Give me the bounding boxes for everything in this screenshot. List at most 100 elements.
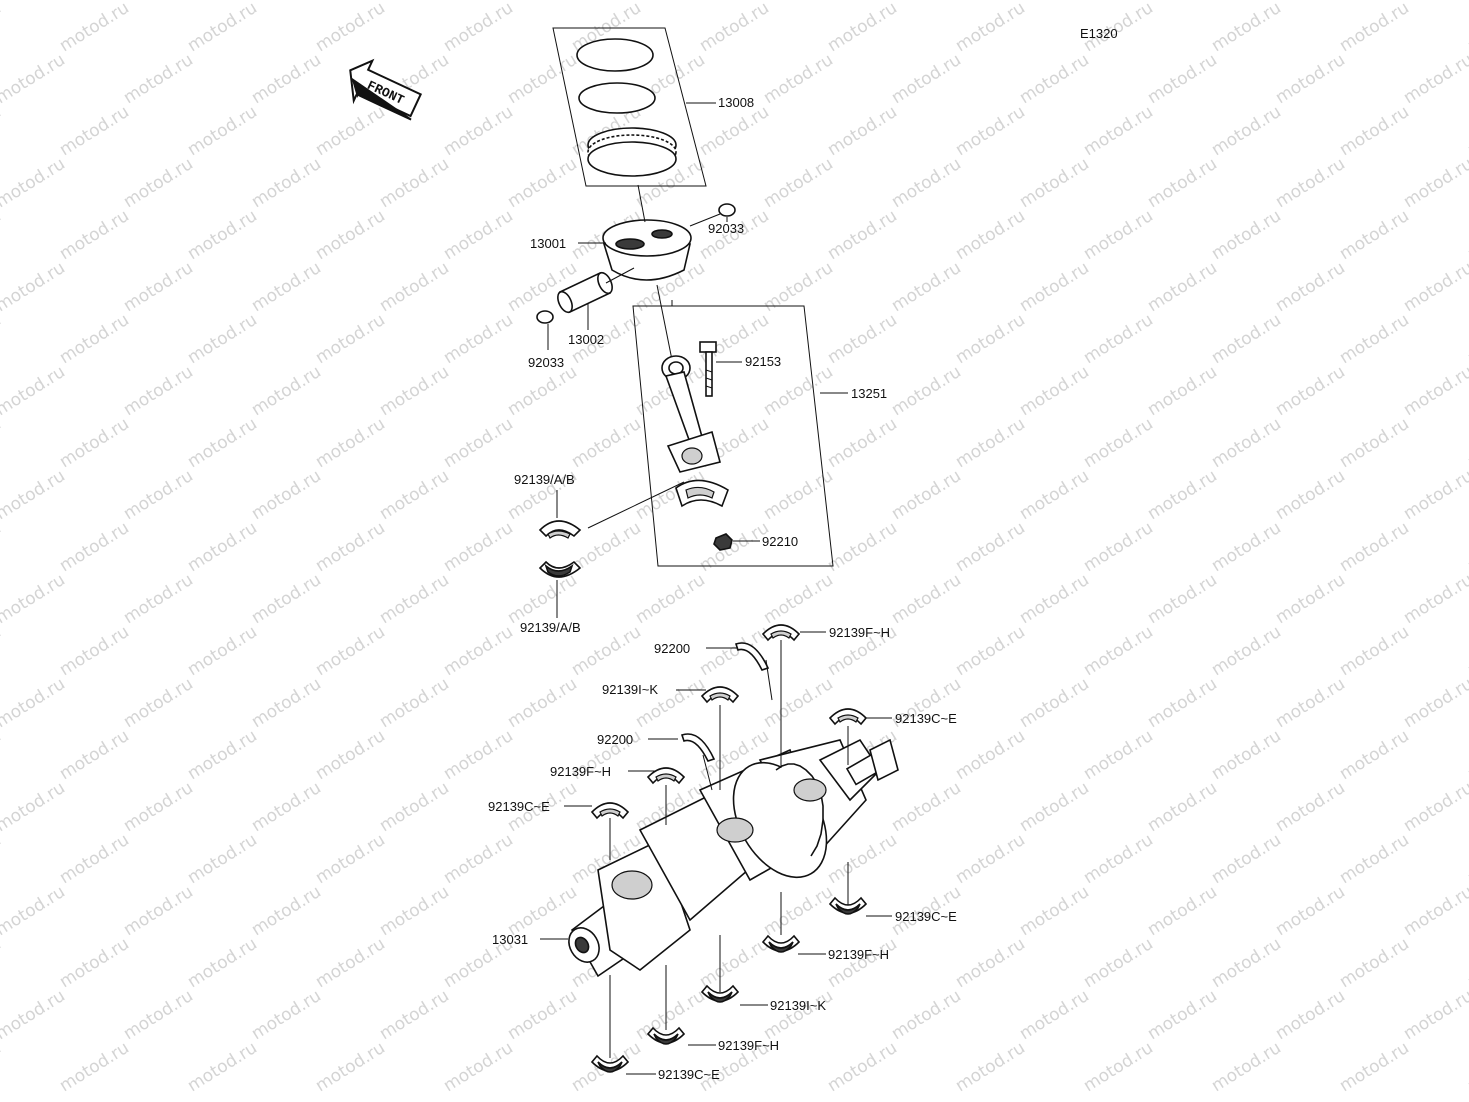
main-bearing-shell — [590, 802, 630, 820]
watermark-text: motod.ru — [248, 466, 325, 524]
part-number-label[interactable]: 92200 — [597, 732, 633, 747]
part-number-label[interactable]: 13031 — [492, 932, 528, 947]
watermark-text: motod.ru — [1144, 570, 1221, 628]
part-number-label[interactable]: 92139/A/B — [514, 472, 575, 487]
watermark-text: motod.ru — [440, 414, 517, 472]
watermark-text: motod.ru — [632, 570, 709, 628]
watermark-text: motod.ru — [184, 102, 261, 160]
watermark-text: motod.ru — [248, 50, 325, 108]
watermark-text: motod.ru — [952, 102, 1029, 160]
conrod-assembly-box — [632, 305, 834, 567]
watermark-text: motod.ru — [1208, 206, 1285, 264]
piston-pin — [557, 267, 635, 314]
watermark-text: motod.ru — [1080, 726, 1157, 784]
watermark-text: motod.ru — [0, 102, 5, 160]
watermark-text: motod.ru — [1080, 830, 1157, 888]
watermark-text: motod.ru — [1336, 622, 1413, 680]
watermark-text: motod.ru — [0, 258, 69, 316]
watermark-text: motod.ru — [696, 934, 773, 992]
watermark-text: motod.ru — [1016, 258, 1093, 316]
watermark-text: motod.ru — [120, 362, 197, 420]
watermark-text: motod.ru — [504, 0, 581, 4]
watermark-text: motod.ru — [184, 414, 261, 472]
watermark-text: motod.ru — [56, 830, 133, 888]
watermark-text: motod.ru — [56, 310, 133, 368]
watermark-text: motod.ru — [440, 206, 517, 264]
conrod-nut — [713, 533, 733, 551]
watermark-text: motod.ru — [0, 882, 69, 940]
part-number-label[interactable]: 92139C~E — [658, 1067, 720, 1082]
watermark-text: motod.ru — [1208, 1038, 1285, 1096]
watermark-text: motod.ru — [760, 154, 837, 212]
part-number-label[interactable]: 92139C~E — [488, 799, 550, 814]
part-number-label[interactable]: 92153 — [745, 354, 781, 369]
watermark-text: motod.ru — [1016, 570, 1093, 628]
part-number-label[interactable]: 92139I~K — [770, 998, 826, 1013]
watermark-text: motod.ru — [0, 622, 5, 680]
watermark-text: motod.ru — [120, 154, 197, 212]
watermark-text: motod.ru — [1144, 154, 1221, 212]
watermark-text: motod.ru — [312, 1038, 389, 1096]
watermark-text: motod.ru — [248, 362, 325, 420]
watermark-text: motod.ru — [824, 1038, 901, 1096]
watermark-text: motod.ru — [1464, 726, 1469, 784]
part-number-label[interactable]: 13002 — [568, 332, 604, 347]
part-number-label[interactable]: 92200 — [654, 641, 690, 656]
watermark-text: motod.ru — [56, 0, 133, 56]
part-number-label[interactable]: 92139F~H — [550, 764, 611, 779]
watermark-text: motod.ru — [1016, 466, 1093, 524]
watermark-text: motod.ru — [56, 414, 133, 472]
watermark-text: motod.ru — [120, 778, 197, 836]
watermark-text: motod.ru — [504, 154, 581, 212]
part-number-label[interactable]: 92139F~H — [718, 1038, 779, 1053]
watermark-text: motod.ru — [1336, 0, 1413, 56]
watermark-text: motod.ru — [1464, 102, 1469, 160]
watermark-text: motod.ru — [824, 206, 901, 264]
watermark-text: motod.ru — [1464, 1038, 1469, 1096]
part-number-label[interactable]: 92139F~H — [829, 625, 890, 640]
watermark-text: motod.ru — [376, 154, 453, 212]
part-number-label[interactable]: 92139I~K — [602, 682, 658, 697]
watermark-text: motod.ru — [1144, 882, 1221, 940]
part-number-label[interactable]: 92139F~H — [828, 947, 889, 962]
part-number-label[interactable]: 92139C~E — [895, 909, 957, 924]
watermark-text: motod.ru — [0, 778, 69, 836]
watermark-text: motod.ru — [248, 882, 325, 940]
watermark-text: motod.ru — [952, 0, 1029, 56]
watermark-text: motod.ru — [1016, 362, 1093, 420]
watermark-text: motod.ru — [440, 0, 517, 56]
watermark-text: motod.ru — [1336, 934, 1413, 992]
conrod-bearing-upper — [538, 520, 582, 539]
watermark-text: motod.ru — [1336, 206, 1413, 264]
conrod-bolt — [699, 341, 717, 397]
part-number-label[interactable]: 13001 — [530, 236, 566, 251]
watermark-text: motod.ru — [1080, 622, 1157, 680]
watermark-text: motod.ru — [312, 414, 389, 472]
part-number-label[interactable]: 92139C~E — [895, 711, 957, 726]
watermark-text: motod.ru — [1464, 518, 1469, 576]
watermark-text: motod.ru — [952, 726, 1029, 784]
part-number-label[interactable]: 92033 — [708, 221, 744, 236]
watermark-text: motod.ru — [248, 258, 325, 316]
watermark-text: motod.ru — [1080, 1038, 1157, 1096]
watermark-text: motod.ru — [1016, 50, 1093, 108]
part-number-label[interactable]: 13251 — [851, 386, 887, 401]
watermark-text: motod.ru — [56, 934, 133, 992]
watermark-text: motod.ru — [440, 518, 517, 576]
thrust-washer — [680, 733, 716, 762]
part-number-label[interactable]: 92210 — [762, 534, 798, 549]
part-number-label[interactable]: 13008 — [718, 95, 754, 110]
watermark-text: motod.ru — [1144, 986, 1221, 1044]
watermark-text: motod.ru — [120, 258, 197, 316]
watermark-text: motod.ru — [248, 674, 325, 732]
watermark-text: motod.ru — [376, 778, 453, 836]
watermark-text: motod.ru — [248, 778, 325, 836]
watermark-text: motod.ru — [0, 986, 69, 1044]
watermark-text: motod.ru — [1464, 414, 1469, 472]
watermark-text: motod.ru — [1208, 726, 1285, 784]
watermark-text: motod.ru — [504, 50, 581, 108]
part-number-label[interactable]: 92139/A/B — [520, 620, 581, 635]
part-number-label[interactable]: 92033 — [528, 355, 564, 370]
watermark-text: motod.ru — [184, 310, 261, 368]
